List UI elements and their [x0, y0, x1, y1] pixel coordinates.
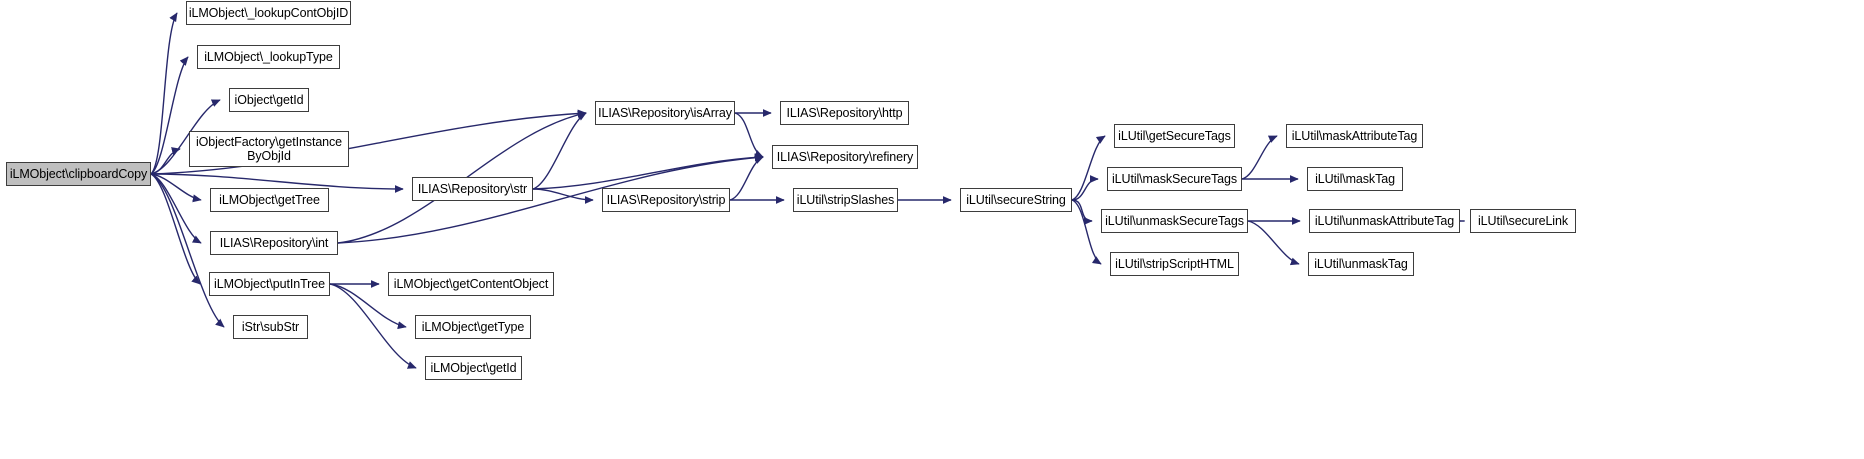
edge-clipboardCopy-to-isArray — [150, 109, 587, 175]
node-getContentObject[interactable]: iLMObject\getContentObject — [388, 272, 554, 296]
node-stripScriptHTML[interactable]: iLUtil\stripScriptHTML — [1110, 252, 1239, 276]
node-http[interactable]: ILIAS\Repository\http — [780, 101, 909, 125]
node-putInTree[interactable]: iLMObject\putInTree — [209, 272, 330, 296]
node-secureString[interactable]: iLUtil\secureString — [960, 188, 1072, 212]
node-repoStr[interactable]: ILIAS\Repository\str — [412, 177, 533, 201]
node-isArray[interactable]: ILIAS\Repository\isArray — [595, 101, 735, 125]
edge-repoStr-to-strip — [532, 188, 594, 204]
node-unmaskAttributeTag[interactable]: iLUtil\unmaskAttributeTag — [1309, 209, 1460, 233]
node-getInstanceByObjId[interactable]: iObjectFactory\getInstance ByObjId — [189, 131, 349, 167]
edge-secureString-to-maskSecureTags — [1071, 175, 1099, 201]
edge-secureString-to-unmaskSecureTags — [1071, 199, 1093, 225]
node-maskSecureTags[interactable]: iLUtil\maskSecureTags — [1107, 167, 1242, 191]
node-getTree[interactable]: iLMObject\getTree — [210, 188, 329, 212]
edge-clipboardCopy-to-lookupContObjID — [150, 12, 178, 175]
node-unmaskTag[interactable]: iLUtil\unmaskTag — [1308, 252, 1414, 276]
node-getSecureTags[interactable]: iLUtil\getSecureTags — [1114, 124, 1235, 148]
edge-repoInt-to-refinery — [337, 153, 764, 244]
node-subStr[interactable]: iStr\subStr — [233, 315, 308, 339]
edge-secureString-to-stripScriptHTML — [1071, 199, 1102, 265]
node-secureLink[interactable]: iLUtil\secureLink — [1470, 209, 1576, 233]
edge-paths — [150, 12, 1465, 369]
node-stripSlashes[interactable]: iLUtil\stripSlashes — [793, 188, 898, 212]
node-maskAttributeTag[interactable]: iLUtil\maskAttributeTag — [1286, 124, 1423, 148]
edge-maskSecureTags-to-maskAttributeTag — [1241, 135, 1278, 180]
edge-clipboardCopy-to-subStr — [150, 173, 225, 328]
node-lmGetId[interactable]: iLMObject\getId — [425, 356, 522, 380]
node-strip[interactable]: ILIAS\Repository\strip — [602, 188, 730, 212]
edge-strip-to-refinery — [729, 156, 764, 201]
edge-clipboardCopy-to-repoInt — [150, 173, 202, 244]
edge-clipboardCopy-to-getTree — [150, 173, 202, 203]
node-lookupContObjID[interactable]: iLMObject\_lookupContObjID — [186, 1, 351, 25]
edge-clipboardCopy-to-lookupType — [150, 56, 189, 175]
node-clipboardCopy[interactable]: iLMObject\clipboardCopy — [6, 162, 151, 186]
node-getId[interactable]: iObject\getId — [229, 88, 309, 112]
edge-putInTree-to-lmGetId — [329, 283, 417, 369]
node-lookupType[interactable]: iLMObject\_lookupType — [197, 45, 340, 69]
edge-clipboardCopy-to-putInTree — [150, 173, 201, 285]
edge-clipboardCopy-to-getInstanceByObjId — [150, 147, 181, 175]
edge-repoStr-to-isArray — [532, 112, 587, 190]
node-getType[interactable]: iLMObject\getType — [415, 315, 531, 339]
node-unmaskSecureTags[interactable]: iLUtil\unmaskSecureTags — [1101, 209, 1248, 233]
edge-unmaskSecureTags-to-unmaskTag — [1247, 220, 1300, 266]
edge-putInTree-to-getType — [329, 283, 407, 330]
edge-repoStr-to-refinery — [532, 153, 764, 190]
node-repoInt[interactable]: ILIAS\Repository\int — [210, 231, 338, 255]
edge-clipboardCopy-to-repoStr — [150, 173, 404, 193]
edge-isArray-to-refinery — [734, 112, 764, 158]
node-refinery[interactable]: ILIAS\Repository\refinery — [772, 145, 918, 169]
node-maskTag[interactable]: iLUtil\maskTag — [1307, 167, 1403, 191]
edge-secureString-to-getSecureTags — [1071, 135, 1106, 201]
